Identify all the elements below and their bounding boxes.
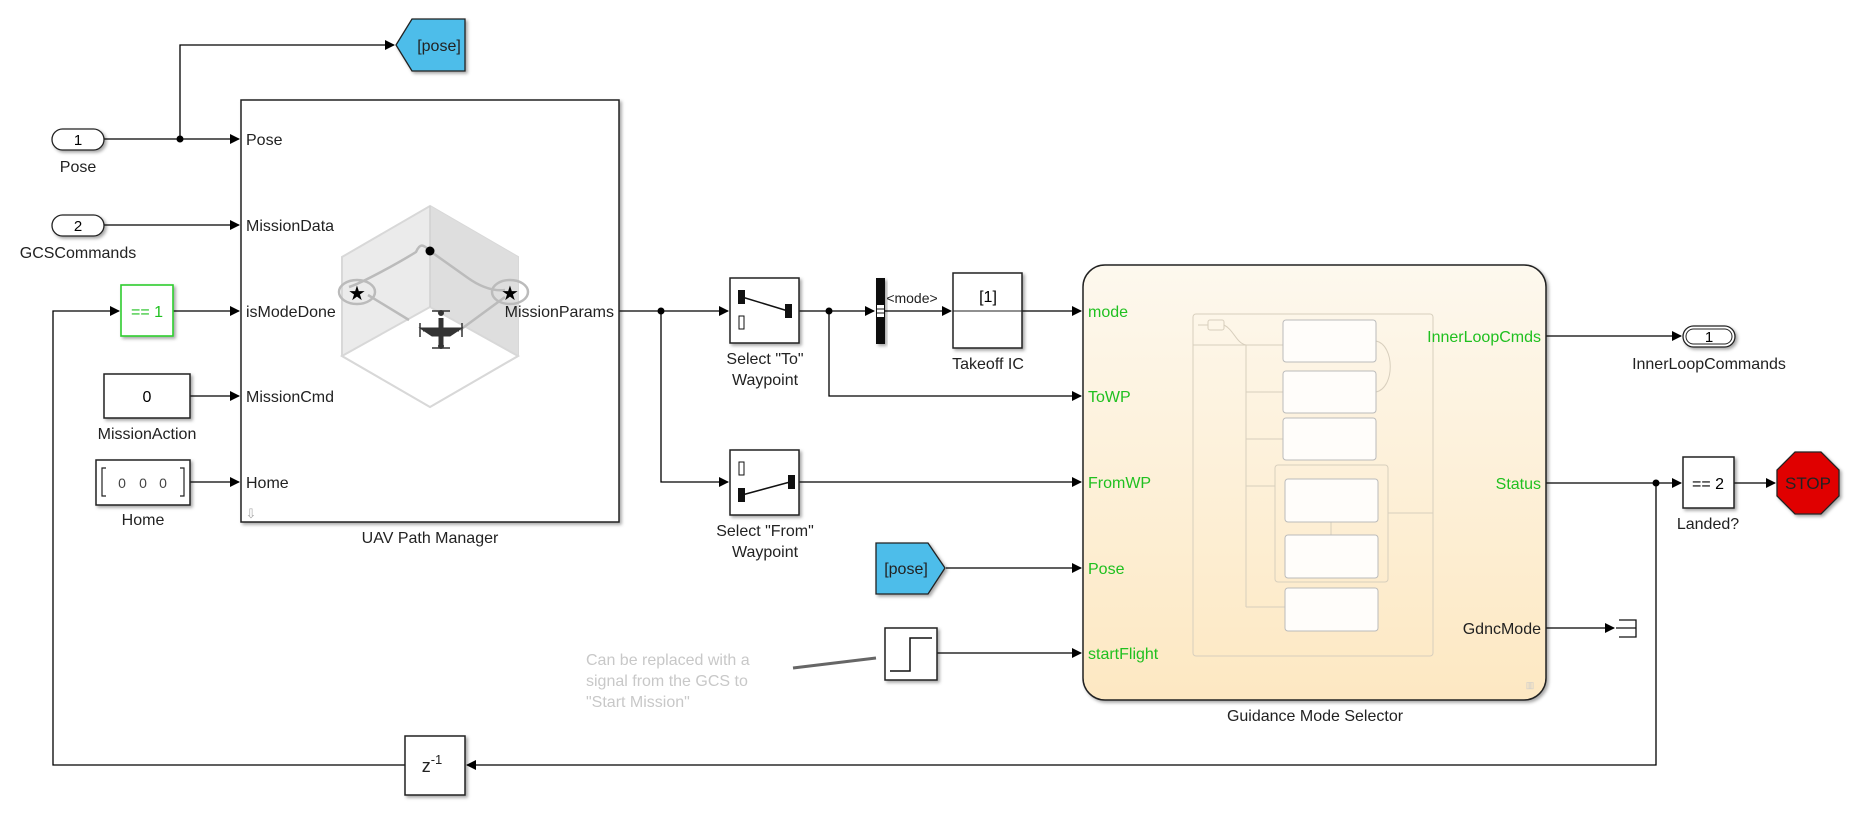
chart-port-startflight: startFlight <box>1088 646 1159 663</box>
stop-simulation-block[interactable]: STOP <box>1776 451 1840 515</box>
chart-port-gdncmode: GdncMode <box>1463 621 1541 638</box>
goto-tag: [pose] <box>417 38 461 55</box>
landed-expr: == 2 <box>1692 476 1724 493</box>
compare-mode-done[interactable]: == 1 <box>120 284 174 337</box>
uav-port-ismodedone: isModeDone <box>246 304 336 321</box>
wire-towp-chart[interactable] <box>828 311 1082 401</box>
landed-compare-block[interactable]: == 2 Landed? <box>1677 456 1739 533</box>
uav-path-manager-label: UAV Path Manager <box>362 530 499 547</box>
mission-action-label: MissionAction <box>98 426 197 443</box>
unit-delay-exp: -1 <box>431 752 443 767</box>
chart-port-towp: ToWP <box>1088 389 1131 406</box>
down-arrow-icon: ⇩ <box>246 506 257 521</box>
goto-block[interactable]: [pose] <box>395 18 466 72</box>
unit-delay-block[interactable]: z-1 <box>404 735 466 796</box>
annotation-line-2: signal from the GCS to <box>586 673 748 690</box>
from-tag: [pose] <box>884 561 928 578</box>
select-from-waypoint-block[interactable]: Select "From" Waypoint <box>716 449 814 561</box>
uav-port-missioncmd: MissionCmd <box>246 389 334 406</box>
inport-pose-label: Pose <box>60 159 97 176</box>
mission-action-value: 0 <box>143 389 152 406</box>
guidance-mode-selector-block[interactable]: ▥ mode ToWP FromWP Pose startFlight Inne… <box>1082 264 1547 725</box>
uav-path-manager-block[interactable]: ★ ★ ⇩ Pose MissionData isModeDone Missio… <box>240 99 620 547</box>
junction-pose <box>176 135 184 143</box>
stateflow-preview <box>1192 313 1434 657</box>
annotation-note: Can be replaced with a signal from the G… <box>586 652 750 711</box>
landed-label: Landed? <box>1677 516 1739 533</box>
drone-icon <box>418 310 464 349</box>
select-to-label-2: Waypoint <box>732 372 799 389</box>
terminator-block[interactable] <box>1616 619 1637 638</box>
uav-port-pose: Pose <box>246 132 283 149</box>
from-pose-block[interactable]: [pose] <box>875 542 946 595</box>
waypoint-star-icon: ★ <box>348 283 366 305</box>
inport-pose[interactable]: 1 Pose <box>51 128 105 176</box>
outport-number: 1 <box>1705 329 1713 346</box>
stop-label: STOP <box>1785 474 1831 493</box>
guidance-mode-selector-label: Guidance Mode Selector <box>1227 708 1404 725</box>
junction-missionparams <box>657 307 665 315</box>
waypoint-star-icon: ★ <box>501 283 519 305</box>
unit-delay-base: z <box>422 756 431 776</box>
inport-pose-number: 1 <box>74 132 82 149</box>
compare-mode-done-expr: == 1 <box>131 304 163 321</box>
outport-label: InnerLoopCommands <box>1632 356 1786 373</box>
chart-port-pose: Pose <box>1088 561 1125 578</box>
select-from-label-2: Waypoint <box>732 544 799 561</box>
outport-innerloopcommands[interactable]: 1 InnerLoopCommands <box>1632 325 1786 373</box>
uav-port-missionparams: MissionParams <box>505 304 614 321</box>
home-label: Home <box>122 512 165 529</box>
inport-gcs-label: GCSCommands <box>20 245 136 262</box>
home-value-0: 0 <box>118 475 126 491</box>
step-block[interactable] <box>884 627 938 681</box>
annotation-connector <box>792 656 877 670</box>
annotation-line-3: "Start Mission" <box>586 694 690 711</box>
select-from-label-1: Select "From" <box>716 523 814 540</box>
chart-port-fromwp: FromWP <box>1088 475 1151 492</box>
takeoff-ic-value: [1] <box>979 289 997 306</box>
inport-gcs-number: 2 <box>74 218 82 235</box>
inport-gcscommands[interactable]: 2 GCSCommands <box>20 214 136 262</box>
uav-port-missiondata: MissionData <box>246 218 334 235</box>
home-value-2: 0 <box>159 475 167 491</box>
wire-feedback-delay[interactable] <box>52 306 405 766</box>
wire-missionparams-from[interactable] <box>660 311 729 487</box>
junction-towp <box>825 307 833 315</box>
unit-delay-expr: z-1 <box>422 752 443 776</box>
chart-port-status: Status <box>1496 476 1541 493</box>
bus-selector-block[interactable]: <mode> <box>876 278 938 344</box>
home-block[interactable]: 0 0 0 Home <box>95 459 191 529</box>
takeoff-ic-block[interactable]: [1] Takeoff IC <box>952 272 1024 373</box>
uav-path-manager-icon: ★ ★ ⇩ <box>246 204 530 521</box>
wire-pose-goto[interactable] <box>179 40 395 139</box>
wire-feedback-status[interactable] <box>466 483 1657 770</box>
home-value-1: 0 <box>139 475 147 491</box>
bus-selector-signal: <mode> <box>886 290 937 306</box>
select-to-label-1: Select "To" <box>726 351 803 368</box>
uav-port-home: Home <box>246 475 289 492</box>
annotation-line-1: Can be replaced with a <box>586 652 750 669</box>
takeoff-ic-label: Takeoff IC <box>952 356 1024 373</box>
chart-port-innerloopcmds: InnerLoopCmds <box>1427 329 1541 346</box>
mission-action-block[interactable]: 0 MissionAction <box>98 373 197 443</box>
chart-port-mode: mode <box>1088 304 1128 321</box>
select-to-waypoint-block[interactable]: Select "To" Waypoint <box>726 277 804 389</box>
chart-resize-icon: ▥ <box>1526 680 1535 690</box>
signal-lines <box>52 40 1776 770</box>
